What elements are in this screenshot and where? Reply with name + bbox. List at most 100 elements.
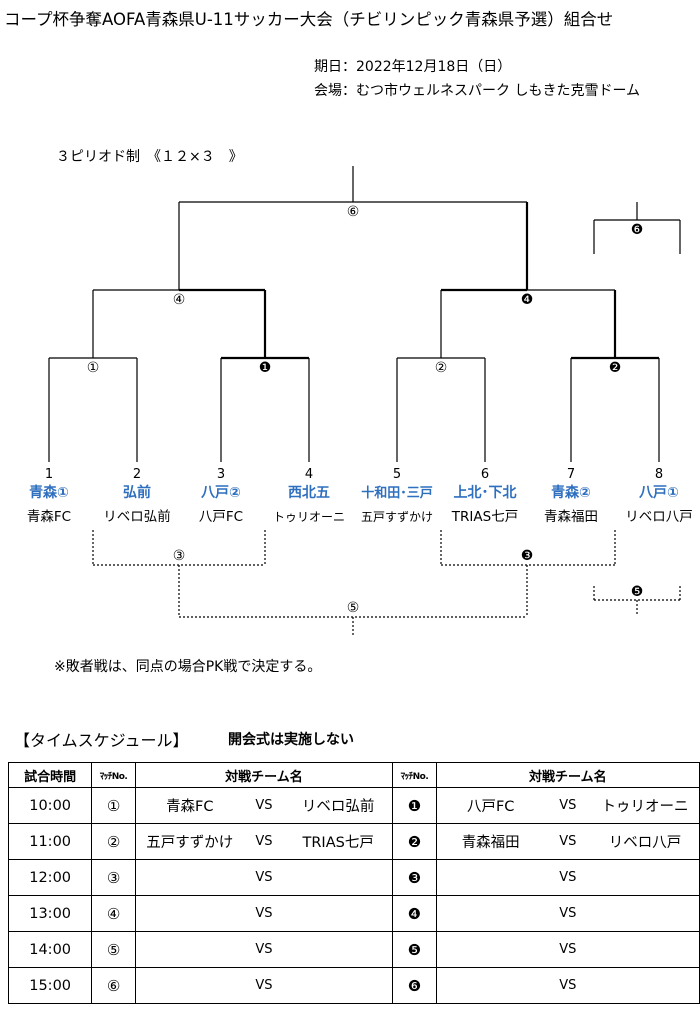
team-2-region: 弘前 xyxy=(123,484,151,501)
match-number: ⑥ xyxy=(91,967,136,1004)
team-b-2: トゥリオーニ xyxy=(601,799,689,815)
team-8-region: 八戸① xyxy=(638,485,679,501)
vs-label: VS xyxy=(255,870,273,885)
team-8-number: 8 xyxy=(655,467,663,482)
match-number: ⑤ xyxy=(91,931,136,968)
team-5-number: 5 xyxy=(393,467,401,482)
team-5-name: 五戸すずかけ xyxy=(361,510,433,524)
team-6-number: 6 xyxy=(481,467,489,482)
team-6-name: TRIAS七戸 xyxy=(451,509,518,525)
match-number-2: ❶ xyxy=(392,787,437,824)
matchup-2: 青森福田 VS リベロ八戸 xyxy=(435,823,700,860)
match-number-2: ❺ xyxy=(392,931,437,968)
tiebreak-note: ※敗者戦は、同点の場合PK戦で決定する。 xyxy=(54,659,322,675)
team-b: リベロ弘前 xyxy=(301,799,375,815)
match-number: ② xyxy=(91,823,136,860)
page-title: コープ杯争奪AOFA青森県U-11サッカー大会（チビリンピック青森県予選）組合せ xyxy=(4,10,614,29)
tournament-bracket: ⑥ ❻ ④ ❹ ① ❶ ② ❷ ③ ❸ ⑤ ❺ 1青森①青森FC2弘前リベロ弘前… xyxy=(27,166,693,636)
team-1-name: 青森FC xyxy=(27,509,71,525)
team-b-2: リベロ八戸 xyxy=(608,835,682,851)
schedule-title: 【タイムスケジュール】 xyxy=(14,731,189,750)
team-7-region: 青森② xyxy=(551,484,591,501)
matchup: VS xyxy=(134,931,394,968)
vs-label: VS xyxy=(255,906,273,921)
vs-label: VS xyxy=(255,798,273,813)
semi-right-label: ❹ xyxy=(521,292,534,308)
match-number: ① xyxy=(91,787,136,824)
team-3-region: 八戸② xyxy=(200,485,241,501)
loser-bottom-label: ❺ xyxy=(631,584,644,600)
match-number: ④ xyxy=(91,895,136,932)
team-a-2: 八戸FC xyxy=(466,799,515,815)
header-match-no-2: ﾏｯﾁNo. xyxy=(392,762,437,788)
match-number-2: ❸ xyxy=(392,859,437,896)
matchup: VS xyxy=(134,895,394,932)
vs-label-2: VS xyxy=(559,834,577,849)
event-date: 期日：2022年12月18日（日） xyxy=(314,59,512,75)
vs-label-2: VS xyxy=(559,978,577,993)
match-time: 13:00 xyxy=(7,895,93,932)
vs-label-2: VS xyxy=(559,798,577,813)
vs-label-2: VS xyxy=(559,942,577,957)
team-2-name: リベロ弘前 xyxy=(103,508,171,525)
matchup: VS xyxy=(134,859,394,896)
schedule-header-row: 試合時間 ﾏｯﾁNo. 対戦チーム名 ﾏｯﾁNo. 対戦チーム名 xyxy=(7,762,700,788)
matchup: VS xyxy=(134,967,394,1004)
match-time: 12:00 xyxy=(7,859,93,896)
vs-label-2: VS xyxy=(559,906,577,921)
team-4-region: 西北五 xyxy=(288,485,330,501)
team-a: 青森FC xyxy=(166,799,214,815)
matchup-2: VS xyxy=(435,931,700,968)
match-time: 11:00 xyxy=(7,823,93,860)
team-5-region: 十和田･三戸 xyxy=(361,485,433,501)
round1-match1-label: ① xyxy=(87,360,100,376)
match-time: 10:00 xyxy=(7,787,93,824)
round1-match4-label: ❷ xyxy=(609,360,622,376)
vs-label: VS xyxy=(255,978,273,993)
team-2-number: 2 xyxy=(133,467,141,482)
team-a: 五戸すずかけ xyxy=(146,835,234,851)
loser-right-label: ❸ xyxy=(521,548,534,564)
matchup-2: 八戸FC VS トゥリオーニ xyxy=(435,787,700,824)
header-teams-2: 対戦チーム名 xyxy=(435,762,700,788)
team-4-number: 4 xyxy=(305,467,313,482)
vs-label: VS xyxy=(255,834,273,849)
semi-left-label: ④ xyxy=(173,292,186,308)
matchup-2: VS xyxy=(435,859,700,896)
matchup: 五戸すずかけ VS TRIAS七戸 xyxy=(134,823,394,860)
matchup-2: VS xyxy=(435,967,700,1004)
round1-match3-label: ② xyxy=(435,360,448,376)
team-8-name: リベロ八戸 xyxy=(625,509,693,525)
match-number-2: ❷ xyxy=(392,823,437,860)
header-teams: 対戦チーム名 xyxy=(134,762,394,788)
event-venue: 会場：むつ市ウェルネスパーク しもきた克雪ドーム xyxy=(314,83,641,99)
match-format: ３ピリオド制 《１２×３ 》 xyxy=(56,149,243,165)
match-number: ③ xyxy=(91,859,136,896)
team-3-name: 八戸FC xyxy=(199,509,243,525)
team-1-region: 青森① xyxy=(29,484,69,501)
team-3-number: 3 xyxy=(217,467,225,482)
team-a-2: 青森福田 xyxy=(461,835,520,851)
team-6-region: 上北･下北 xyxy=(454,485,517,501)
vs-label: VS xyxy=(255,942,273,957)
vs-label-2: VS xyxy=(559,870,577,885)
round1-match2-label: ❶ xyxy=(259,360,272,376)
match-time: 14:00 xyxy=(7,931,93,968)
team-b: TRIAS七戸 xyxy=(302,835,374,851)
team-4-name: トゥリオーニ xyxy=(273,510,345,524)
match-number-2: ❻ xyxy=(392,967,437,1004)
loser-final-label: ⑤ xyxy=(347,600,360,616)
match-time: 15:00 xyxy=(7,967,93,1004)
schedule-note: 開会式は実施しない xyxy=(228,732,354,748)
final-match-label: ⑥ xyxy=(347,204,360,220)
third-place-match-label: ❻ xyxy=(631,222,644,238)
team-7-number: 7 xyxy=(567,467,575,482)
header-time: 試合時間 xyxy=(7,762,93,788)
match-number-2: ❹ xyxy=(392,895,437,932)
